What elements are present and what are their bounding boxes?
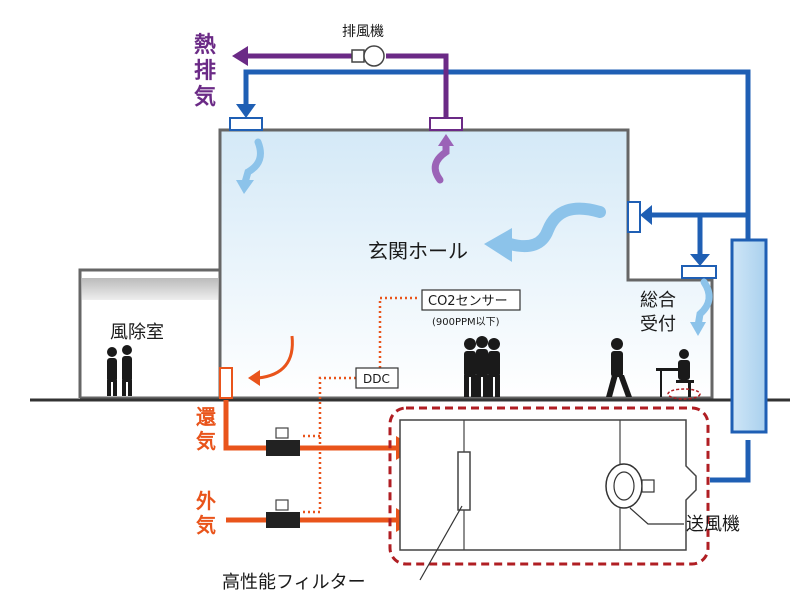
ddc-label: DDC bbox=[363, 372, 390, 386]
reception-chair-marker bbox=[667, 388, 701, 400]
svg-text:気: 気 bbox=[196, 429, 216, 453]
svg-text:気: 気 bbox=[194, 84, 216, 110]
airflow-arrow-main bbox=[504, 202, 606, 253]
return-airflow-arrow bbox=[257, 335, 294, 380]
windbreak-roof bbox=[82, 278, 218, 300]
windbreak-room-label: 風除室 bbox=[110, 322, 164, 343]
svg-text:外: 外 bbox=[196, 489, 216, 513]
svg-text:還: 還 bbox=[196, 405, 217, 429]
person-walking-icon bbox=[606, 338, 632, 397]
co2-threshold-note: (900PPM以下) bbox=[432, 317, 500, 328]
return-air-duct bbox=[223, 400, 400, 523]
exhaust-arrow-head bbox=[232, 46, 248, 66]
diffuser-side bbox=[627, 201, 641, 233]
supply-arrow-top bbox=[236, 104, 256, 118]
fan-leader-line bbox=[629, 507, 684, 525]
people-windbreak-icon bbox=[107, 345, 132, 396]
supply-fan-icon bbox=[605, 463, 655, 509]
supply-arrow-reception bbox=[690, 254, 710, 266]
svg-text:排: 排 bbox=[194, 59, 216, 84]
reception-label: 総合 受付 bbox=[640, 290, 676, 335]
exhaust-fan-label: 排風機 bbox=[342, 24, 384, 40]
diffuser-reception bbox=[681, 265, 717, 279]
svg-text:受付: 受付 bbox=[640, 314, 676, 335]
return-grille bbox=[219, 367, 233, 399]
outside-air-label: 外 気 bbox=[196, 489, 216, 537]
people-hall-icon bbox=[464, 336, 500, 397]
return-air-label: 還 気 bbox=[196, 405, 217, 453]
co2-sensor-box bbox=[421, 289, 521, 311]
supply-fan-label: 送風機 bbox=[686, 514, 740, 535]
outside-damper-icon bbox=[266, 499, 300, 528]
svg-text:気: 気 bbox=[196, 513, 216, 537]
exhaust-duct bbox=[245, 53, 449, 118]
exhaust-grille bbox=[429, 117, 463, 131]
ahu-casing bbox=[399, 419, 697, 551]
diffuser-top bbox=[229, 117, 263, 131]
svg-text:熱: 熱 bbox=[194, 32, 216, 58]
heat-exhaust-label: 熱 排 気 bbox=[194, 32, 216, 110]
airflow-arrow-top bbox=[240, 138, 264, 190]
ddc-box bbox=[355, 367, 399, 389]
ahu-dashed-outline bbox=[388, 406, 710, 566]
supply-riser-unit bbox=[730, 238, 768, 434]
return-damper-icon bbox=[266, 427, 300, 456]
entrance-hall-label: 玄関ホール bbox=[368, 239, 468, 263]
airflow-arrow-reception bbox=[694, 278, 713, 330]
exhaust-airflow-arrow bbox=[431, 138, 450, 184]
svg-text:総合: 総合 bbox=[640, 290, 676, 311]
hepa-filter-label: 高性能フィルター bbox=[222, 572, 366, 593]
supply-arrow-right bbox=[640, 205, 652, 225]
reception-desk-icon bbox=[656, 349, 694, 397]
exhaust-fan-icon bbox=[351, 45, 385, 67]
control-signal-lines bbox=[300, 296, 420, 514]
co2-sensor-label: CO2センサー bbox=[428, 294, 508, 309]
supply-duct bbox=[243, 69, 751, 483]
filter-leader-line bbox=[419, 505, 463, 581]
filter-element bbox=[457, 451, 471, 511]
